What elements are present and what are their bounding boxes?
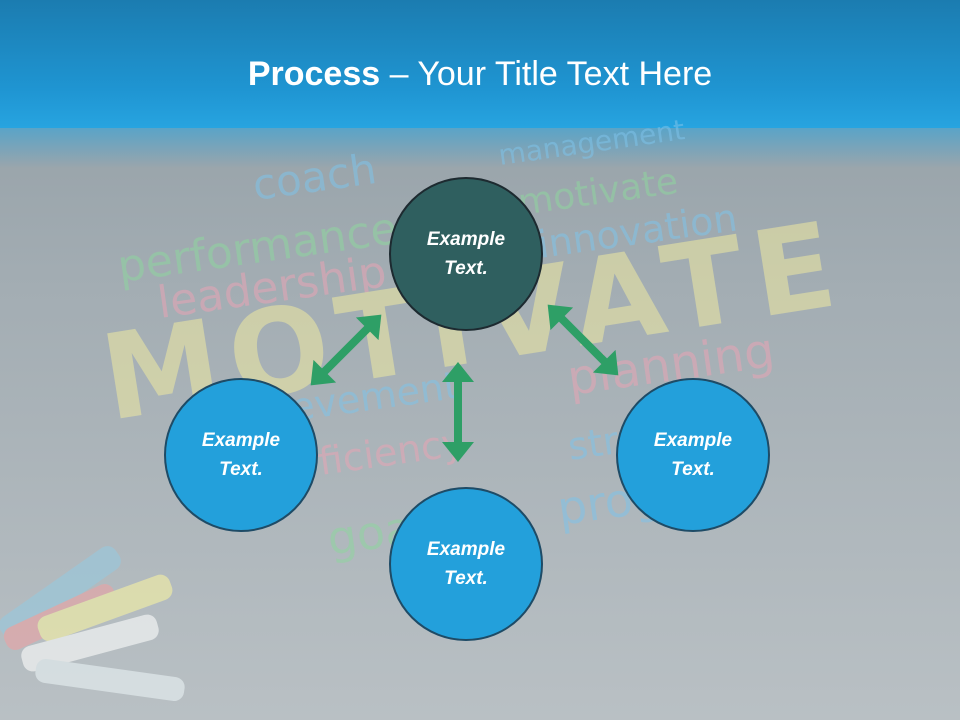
arrow-center-right-icon (547, 304, 619, 376)
center-node-label: Example Text. (426, 229, 506, 279)
bottom-node[interactable]: Example Text. (389, 487, 543, 641)
bottom-node-label: Example Text. (426, 539, 506, 589)
arrow-center-left-icon (310, 314, 382, 386)
right-node-label: Example Text. (653, 430, 733, 480)
slide-title-rest: – Your Title Text Here (380, 55, 713, 93)
slide-title-bold: Process (247, 55, 381, 93)
left-node[interactable]: Example Text. (164, 378, 318, 532)
arrow-center-bottom-icon (442, 362, 474, 462)
title-bar (0, 0, 960, 128)
center-node[interactable]: Example Text. (389, 177, 543, 331)
chalk-sticks-icon (0, 546, 185, 702)
left-node-label: Example Text. (201, 430, 281, 480)
title-bar-fade (0, 128, 960, 168)
slide-title: Process – Your Title Text Here (0, 52, 960, 96)
right-node[interactable]: Example Text. (616, 378, 770, 532)
